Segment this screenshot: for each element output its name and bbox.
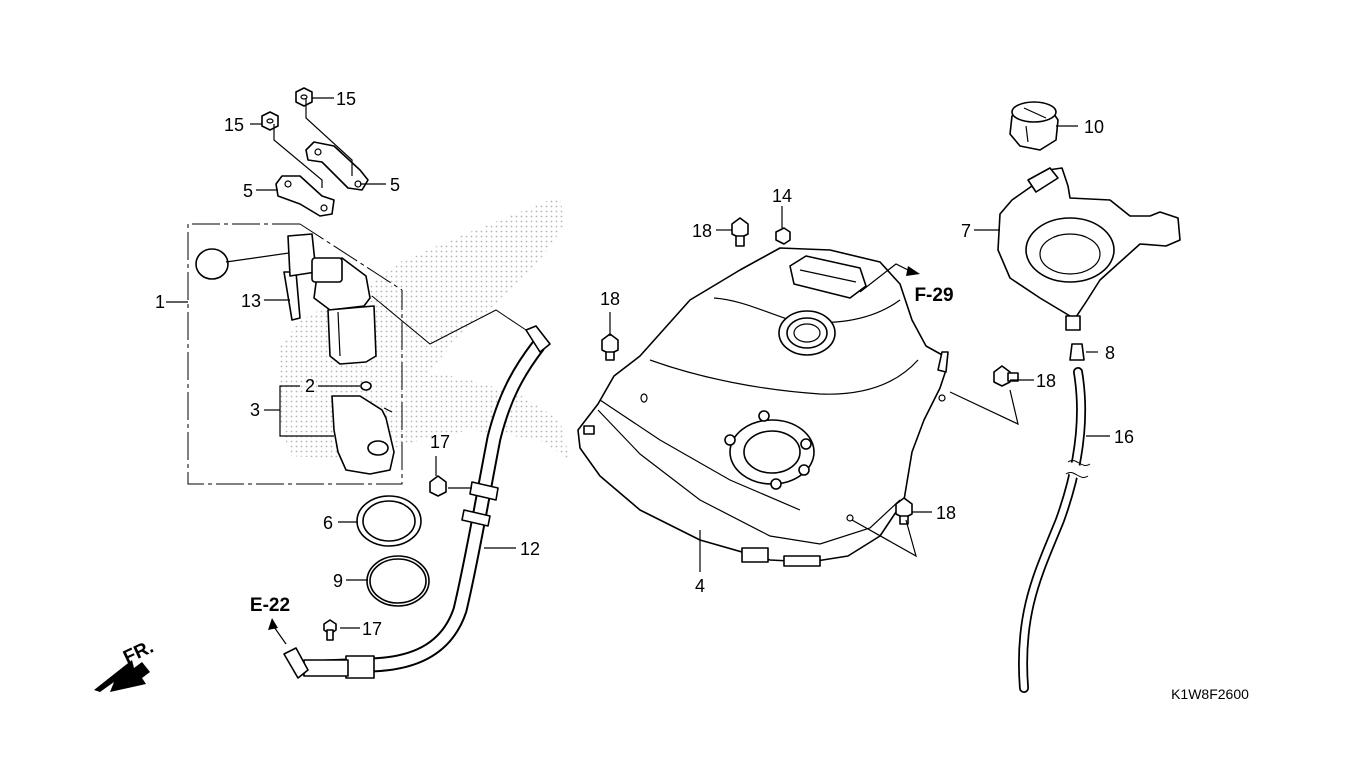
fuel-cap xyxy=(1009,101,1059,151)
ref-arrowheads xyxy=(268,266,920,630)
drain-hose xyxy=(1018,343,1092,693)
callout-2: 2 xyxy=(305,376,315,396)
filler-case xyxy=(997,167,1181,331)
callout-15b: 15 xyxy=(336,89,356,109)
callout-3: 3 xyxy=(250,400,260,420)
callout-7: 7 xyxy=(961,221,971,241)
callout-13: 13 xyxy=(241,291,261,311)
callout-12: 12 xyxy=(520,539,540,559)
callout-18a: 18 xyxy=(692,221,712,241)
tank-bolts xyxy=(601,217,1019,525)
callout-1: 1 xyxy=(155,292,165,312)
bolts-17 xyxy=(323,475,447,641)
callout-17b: 17 xyxy=(362,619,382,639)
callout-16: 16 xyxy=(1114,427,1134,447)
fuel-pump-assembly xyxy=(187,223,403,485)
callout-15a: 15 xyxy=(224,115,244,135)
fuel-hose xyxy=(283,325,551,679)
callout-14: 14 xyxy=(772,186,792,206)
ref-e22: E-22 xyxy=(250,595,290,616)
callout-10: 10 xyxy=(1084,117,1104,137)
fuel-tank xyxy=(577,247,949,567)
callout-17a: 17 xyxy=(430,432,450,452)
callout-18d: 18 xyxy=(936,503,956,523)
callout-8: 8 xyxy=(1105,343,1115,363)
gaskets xyxy=(356,495,430,607)
callout-4: 4 xyxy=(695,576,705,596)
callout-5b: 5 xyxy=(390,175,400,195)
callout-9: 9 xyxy=(333,571,343,591)
watermark-wing-logo xyxy=(278,196,570,460)
ref-f29: F-29 xyxy=(914,285,953,306)
front-label: FR. xyxy=(120,637,157,669)
callout-18c: 18 xyxy=(1036,371,1056,391)
front-arrow-icon xyxy=(94,660,150,692)
callout-18b: 18 xyxy=(600,289,620,309)
callout-6: 6 xyxy=(323,513,333,533)
diagram-code: K1W8F2600 xyxy=(1171,686,1249,702)
leader-lines xyxy=(166,97,1110,645)
callout-5a: 5 xyxy=(243,181,253,201)
